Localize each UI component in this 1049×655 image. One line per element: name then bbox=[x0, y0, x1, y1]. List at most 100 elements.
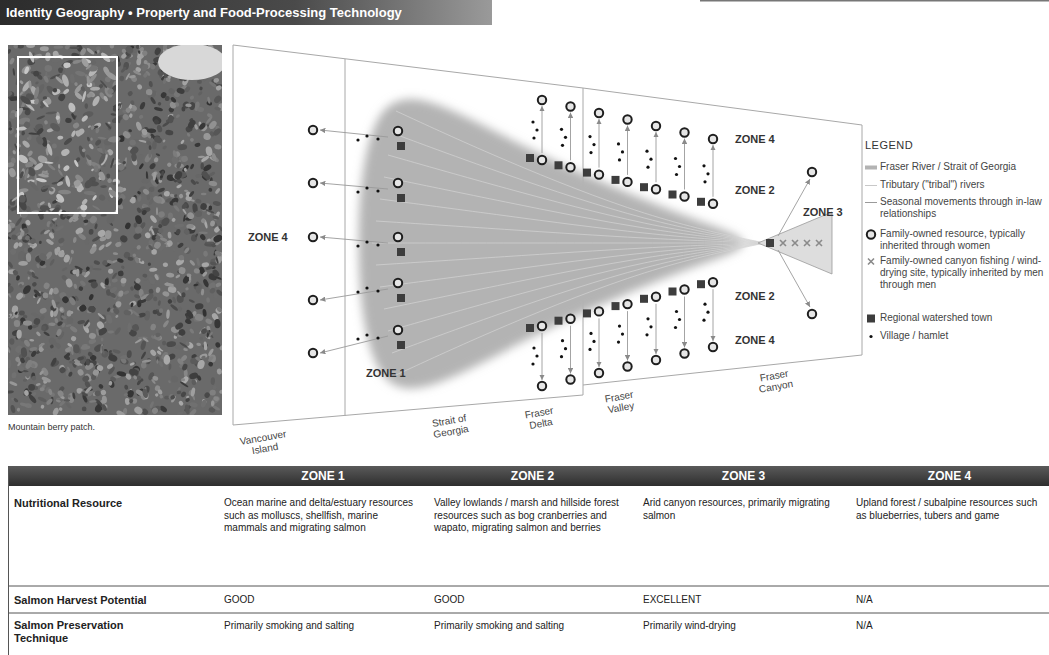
leaf bbox=[15, 291, 25, 301]
leaf bbox=[37, 396, 47, 403]
leaf bbox=[105, 122, 112, 130]
leaf bbox=[58, 407, 63, 412]
leaf bbox=[175, 102, 180, 108]
leaf bbox=[18, 261, 28, 266]
leaf bbox=[205, 209, 214, 214]
leaf bbox=[81, 148, 86, 153]
leaf bbox=[68, 296, 77, 306]
leaf bbox=[88, 338, 97, 345]
leaf bbox=[194, 313, 203, 321]
leaf bbox=[79, 47, 87, 56]
leaf bbox=[79, 203, 88, 211]
leaf bbox=[178, 255, 184, 261]
table-cell: N/A bbox=[856, 594, 1043, 607]
leaf bbox=[24, 168, 30, 181]
leaf bbox=[21, 284, 32, 296]
leaf bbox=[8, 127, 14, 135]
resource-circle bbox=[652, 185, 660, 193]
movement-arrow bbox=[713, 289, 714, 341]
leaf bbox=[209, 390, 216, 396]
leaf bbox=[129, 113, 133, 118]
leaf bbox=[120, 265, 125, 270]
leaf bbox=[157, 227, 164, 234]
leaf bbox=[26, 45, 35, 48]
leaf bbox=[147, 405, 153, 414]
leaf bbox=[149, 81, 153, 88]
map-frame bbox=[233, 45, 234, 425]
leaf bbox=[62, 88, 70, 95]
leaf bbox=[131, 104, 138, 111]
leaf bbox=[213, 395, 220, 401]
leaf bbox=[17, 408, 21, 412]
leaf bbox=[56, 320, 63, 327]
leaf bbox=[195, 198, 202, 204]
inset-frame bbox=[18, 57, 117, 213]
leaf bbox=[122, 160, 127, 164]
leaf bbox=[123, 309, 132, 317]
leaf bbox=[117, 258, 124, 264]
leaf bbox=[128, 398, 134, 404]
leaf bbox=[73, 344, 81, 354]
leaf bbox=[28, 180, 40, 192]
leaf bbox=[172, 296, 177, 303]
leaf bbox=[78, 286, 84, 292]
leaf bbox=[12, 68, 15, 76]
leaf bbox=[176, 229, 181, 235]
leaf bbox=[94, 138, 102, 146]
leaf bbox=[168, 115, 174, 123]
table-cell: GOOD bbox=[434, 594, 631, 607]
leaf bbox=[39, 201, 45, 206]
leaf bbox=[193, 283, 198, 286]
leaf bbox=[112, 307, 120, 316]
village-dot bbox=[376, 243, 379, 246]
leaf bbox=[91, 59, 97, 65]
leaf bbox=[80, 86, 86, 92]
resource-circle bbox=[309, 126, 317, 134]
town-square bbox=[612, 302, 620, 310]
tributary-river bbox=[376, 221, 765, 243]
leaf bbox=[144, 278, 149, 281]
leaf bbox=[215, 85, 222, 92]
place-name: Fraser Delta bbox=[518, 404, 561, 433]
village-dot bbox=[645, 333, 648, 336]
leaf bbox=[208, 188, 213, 193]
leaf bbox=[45, 111, 56, 115]
leaf bbox=[8, 146, 13, 151]
leaf bbox=[67, 317, 74, 324]
leaf bbox=[143, 152, 153, 163]
town-square bbox=[669, 191, 677, 199]
leaf bbox=[213, 94, 222, 104]
legend-text: Tributary ("tribal") rivers bbox=[880, 179, 1045, 191]
leaf bbox=[109, 45, 114, 49]
village-dot bbox=[589, 151, 592, 154]
leaf bbox=[53, 88, 58, 93]
leaf bbox=[61, 59, 74, 68]
leaf bbox=[117, 163, 126, 172]
leaf bbox=[168, 212, 173, 219]
leaf bbox=[176, 184, 183, 189]
leaf bbox=[84, 385, 92, 394]
leaf bbox=[130, 286, 135, 291]
leaf bbox=[87, 351, 93, 357]
leaf bbox=[186, 211, 195, 221]
village-dot bbox=[365, 286, 368, 289]
leaf bbox=[48, 232, 55, 239]
leaf bbox=[199, 336, 203, 341]
table-cell: N/A bbox=[856, 620, 1043, 633]
leaf bbox=[39, 307, 47, 314]
leaf bbox=[140, 258, 144, 262]
leaf bbox=[78, 303, 88, 312]
village-dot bbox=[564, 136, 567, 139]
town-square bbox=[526, 154, 534, 162]
leaf bbox=[199, 353, 208, 360]
leaf bbox=[197, 91, 203, 96]
leaf bbox=[86, 92, 94, 98]
leaf bbox=[137, 195, 141, 202]
leaf bbox=[82, 406, 87, 411]
leaf bbox=[140, 351, 146, 360]
leaf bbox=[89, 400, 97, 403]
leaf bbox=[162, 145, 168, 150]
leaf bbox=[142, 188, 150, 196]
leaf bbox=[58, 250, 66, 258]
leaf bbox=[13, 242, 20, 250]
